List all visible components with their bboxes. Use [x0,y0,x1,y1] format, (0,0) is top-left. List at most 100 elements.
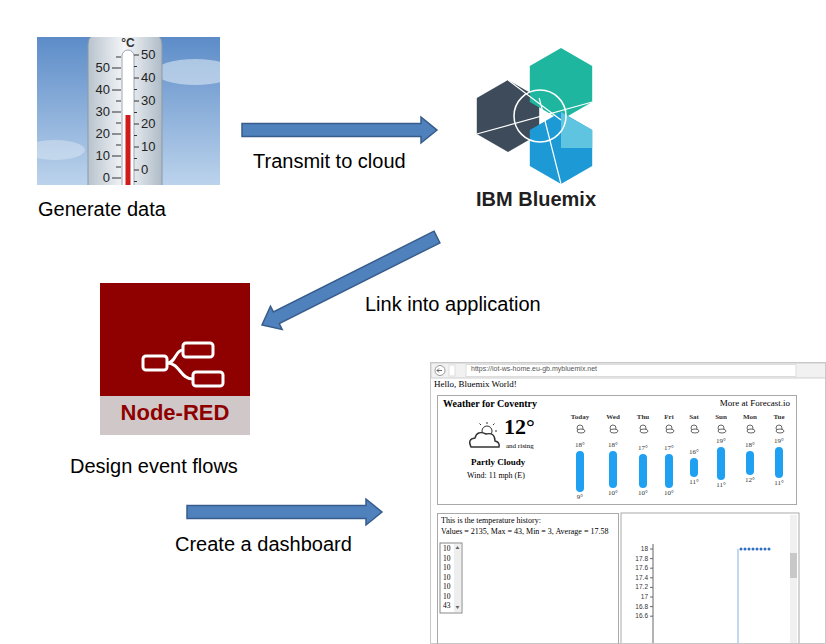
scale-number: 10 [141,140,155,155]
axis-tick-label: 17.2 [635,584,648,591]
day-cloud [666,429,674,433]
axis-tick-label: 16.6 [635,612,648,619]
node-red-logo [100,283,250,435]
scroll-thumb [790,553,797,578]
cloud-wisp [37,140,85,160]
thermometer-photo [37,37,220,185]
unit-label: °C [121,37,134,51]
scale-number: 0 [103,171,110,186]
chart-dot [756,548,759,551]
scale-number: 30 [96,105,110,120]
axis-tick-label: 16.8 [635,603,648,610]
axis-tick-label: 17.4 [635,574,648,581]
arrow-label: Link into application [365,293,541,316]
scale-number: 10 [96,149,110,164]
list-value: 10 [443,545,451,554]
cloud-wisp [155,59,220,85]
logo-wordmark: IBM Bluemix [476,188,596,211]
day-name: Wed [606,413,620,421]
flow-wire-icon [167,350,193,379]
low-temperature: 11° [774,479,784,487]
button [449,365,455,376]
scroll-arrow [456,546,460,549]
day-cloud [610,429,618,433]
high-temperature: 17° [638,444,648,452]
cloud-platform-logo: IBM Bluemix [440,45,630,220]
low-temperature: 11° [716,481,726,489]
low-temperature: 10° [664,489,674,497]
chart-dot [768,548,771,551]
back-arrow [437,369,442,373]
list-value: 10 [443,592,451,601]
current-temperature: 12° [504,414,535,439]
flow-node-icon [193,372,223,386]
high-temperature: 18° [575,441,585,449]
browser-chrome [431,363,826,378]
high-temperature: 19° [716,437,726,445]
arrow-label: Transmit to cloud [253,150,406,173]
low-temperature: 11° [689,478,699,486]
logo-hexagon [530,48,592,120]
day-name: Sun [715,413,727,421]
chart-dot [748,548,751,551]
high-temperature: 19° [774,437,784,445]
high-temperature: 18° [745,441,755,449]
condition-text: Partly Cloudy [471,457,525,467]
temp-bar [717,447,725,480]
chart-panel [621,513,799,644]
scale-number: 40 [96,83,110,98]
block-arrow [242,117,437,143]
scale-number: 50 [96,61,110,76]
history-panel: This is the temperature history:Values =… [437,513,619,644]
trend-text: and rising [506,442,534,450]
low-temperature: 10° [638,489,648,497]
temp-bar [639,454,647,488]
scale-number: 30 [141,94,155,109]
day-cloud [577,429,585,433]
scale-number: 0 [141,163,148,178]
page-greeting: Hello, Bluemix World! [434,379,517,389]
day-cloud [747,429,755,433]
chart-dot [760,548,763,551]
low-temperature: 12° [745,476,755,484]
url-text: https://iot-ws-home.eu-gb.mybluemix.net [471,365,597,373]
step-caption: Generate data [38,198,166,221]
data-source-photo: Generate data [37,37,220,185]
flow-node-icon [143,356,167,370]
chart-dot [740,548,743,551]
stats-text: Values = 2135, Max = 43, Min = 3, Averag… [441,527,608,536]
list-value: 10 [443,554,451,563]
wind-text: Wind: 11 mph (E) [467,471,525,480]
thermometer-board [88,37,162,185]
day-name: Fri [664,413,673,421]
axis-tick-label: 18 [641,545,648,552]
day-cloud [718,429,726,433]
day-name: Thu [637,413,649,421]
axis-tick-label: 17.6 [635,564,648,571]
axis-tick-label: 17.8 [635,555,648,562]
list-scrollbar [454,544,461,612]
axis-tick-label: 17 [641,593,648,600]
bluemix-logo [477,48,592,184]
forecast-bars [576,447,783,492]
high-temperature: 17° [664,444,674,452]
logo-square [100,283,250,435]
scale-number: 50 [141,48,155,63]
day-cloud [776,429,784,433]
listbox [440,543,462,613]
temp-bar [576,451,584,492]
day-cloud [691,429,699,433]
arrow-label: Create a dashboard [175,533,352,556]
back-button [435,366,445,376]
temp-bar [690,458,698,477]
chart-dot [764,548,767,551]
dashboard-screenshot: Weather for CoventryMore at Forecast.io1… [430,362,826,644]
chart-line [737,549,738,644]
logo-wordmark: Node-RED [100,400,250,425]
list-value: 10 [443,573,451,582]
logo-hexagon [530,112,592,184]
low-temperature: 10° [608,489,618,497]
